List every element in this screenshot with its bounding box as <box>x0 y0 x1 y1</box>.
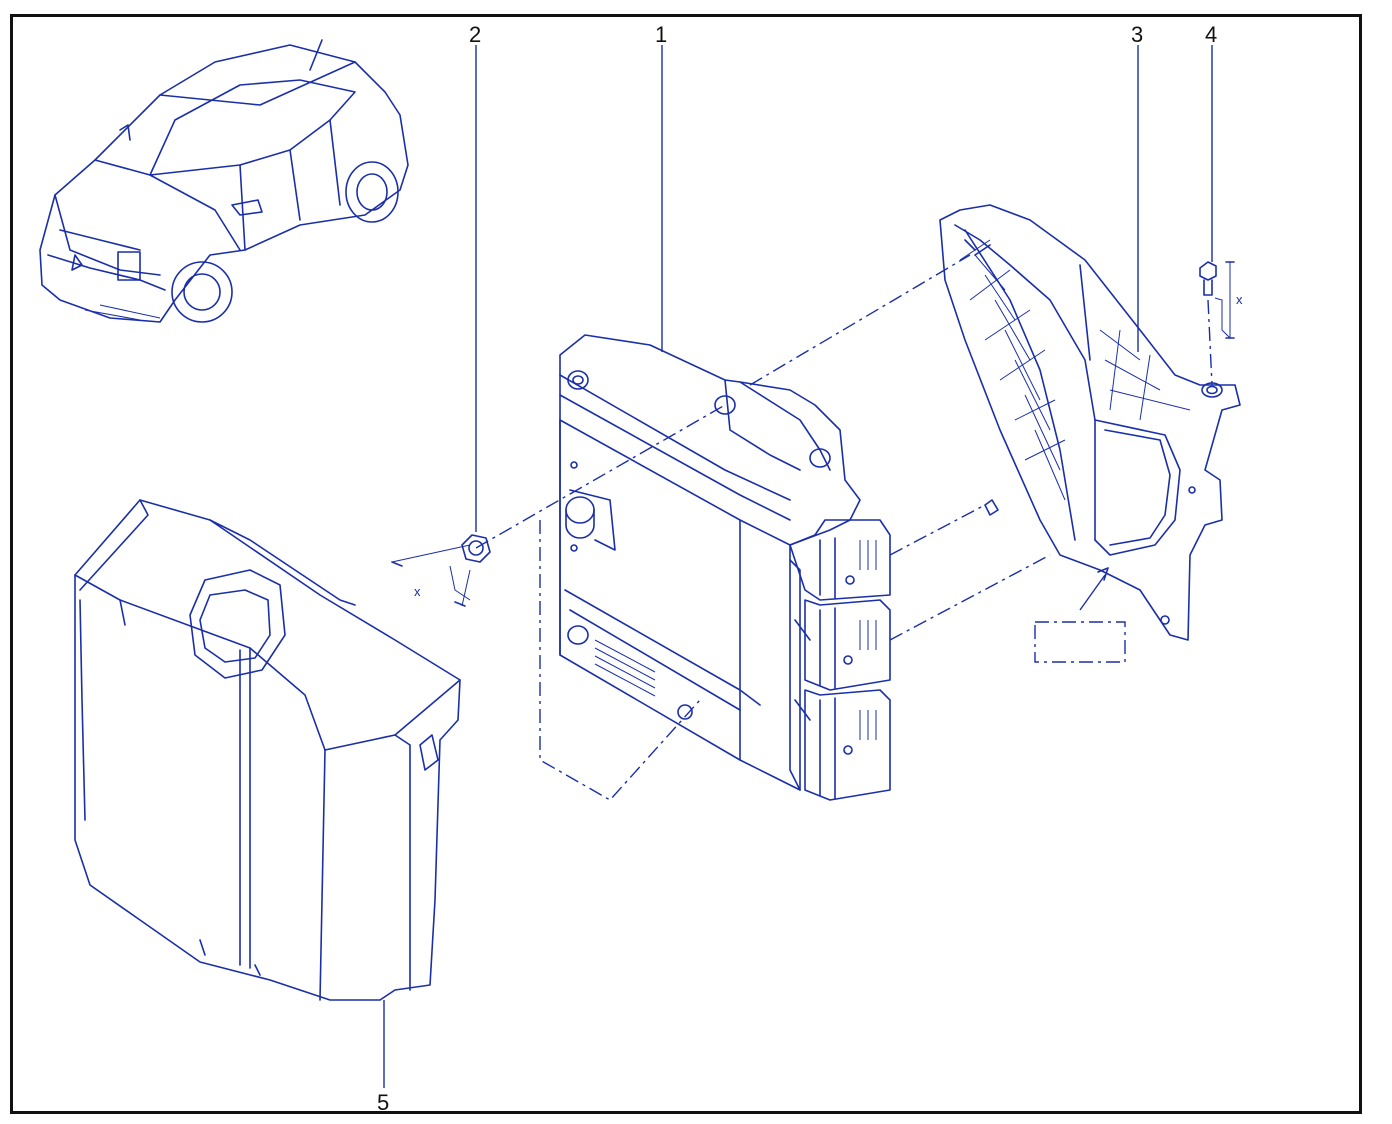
part-3-bracket <box>939 204 1241 641</box>
diagram-frame <box>10 14 1362 1114</box>
callout-4: 4 <box>1205 22 1217 47</box>
part-2-nut <box>391 534 491 607</box>
nut-dimension-label: x <box>414 584 421 599</box>
part-5-cover <box>74 499 461 1001</box>
callout-1: 1 <box>655 22 667 47</box>
callout-leaders <box>383 45 1213 1088</box>
part-1-ecu <box>559 334 891 801</box>
callout-3: 3 <box>1131 22 1143 47</box>
callout-2: 2 <box>469 22 481 47</box>
part-4-bolt <box>1199 261 1235 339</box>
assembly-axis-lines <box>475 254 1213 801</box>
callout-5: 5 <box>377 1090 389 1115</box>
bolt-dimension-label: x <box>1236 292 1243 307</box>
vehicle-thumbnail <box>39 39 409 323</box>
